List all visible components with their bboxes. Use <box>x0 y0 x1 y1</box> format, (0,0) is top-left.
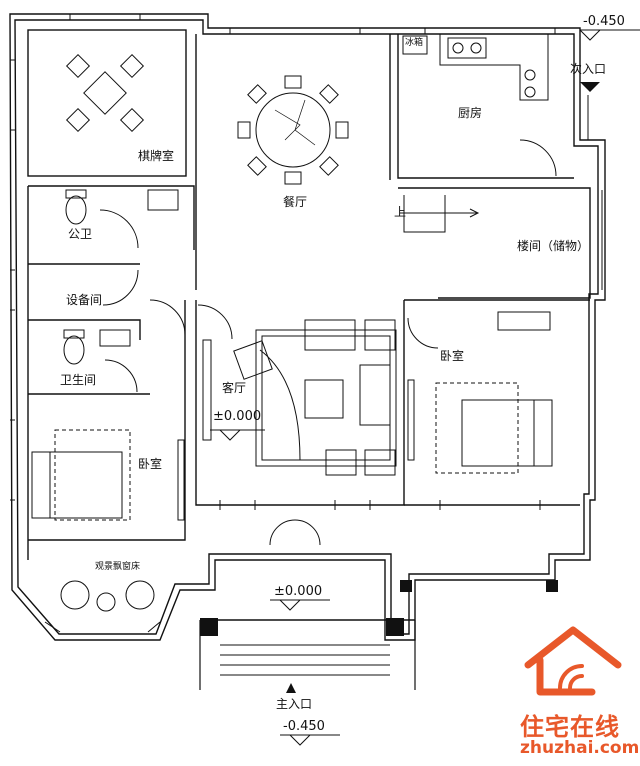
watermark-en: zhuzhai.com <box>520 738 640 758</box>
room-label-bedroom-right: 卧室 <box>440 349 465 363</box>
kitchen-counter <box>402 34 549 101</box>
door-swings <box>99 95 589 546</box>
label-bay-window: 观景飘窗床 <box>95 562 141 572</box>
beds <box>31 311 553 521</box>
watermark-cn: 住宅在线 <box>520 713 620 741</box>
room-label-equipment: 设备间 <box>66 293 103 307</box>
label-up: 上 <box>394 205 407 219</box>
toilets <box>63 189 179 365</box>
bay-window-seats <box>60 580 155 612</box>
level-bottom: -0.450 <box>283 719 325 734</box>
walls <box>9 13 606 690</box>
main-entry-arrow-icon <box>286 683 296 693</box>
room-label-bedroom-left: 卧室 <box>138 457 163 471</box>
secondary-entry-arrow-icon <box>580 82 600 92</box>
dining-table <box>237 75 349 185</box>
watermark-logo-icon <box>524 626 622 696</box>
level-porch: ±0.000 <box>274 584 323 599</box>
label-secondary-entrance: 次入口 <box>570 62 607 76</box>
room-label-dining: 餐厅 <box>283 195 308 209</box>
chess-table <box>65 53 145 133</box>
level-living: ±0.000 <box>213 409 262 424</box>
stair-arrow-icon <box>400 208 480 218</box>
room-label-stair: 楼间（储物） <box>517 239 590 253</box>
windows <box>10 14 603 633</box>
room-label-chess: 棋牌室 <box>138 149 175 163</box>
label-main-entrance: 主入口 <box>276 697 313 711</box>
room-label-kitchen: 厨房 <box>458 106 483 120</box>
label-fridge: 冰箱 <box>405 38 424 48</box>
columns <box>200 580 558 636</box>
level-marks <box>210 29 640 746</box>
room-label-public-wc: 公卫 <box>68 227 93 241</box>
room-label-bathroom: 卫生间 <box>60 373 97 387</box>
living-furniture <box>202 319 397 476</box>
level-top-right: -0.450 <box>583 14 625 29</box>
room-label-living: 客厅 <box>222 381 247 395</box>
